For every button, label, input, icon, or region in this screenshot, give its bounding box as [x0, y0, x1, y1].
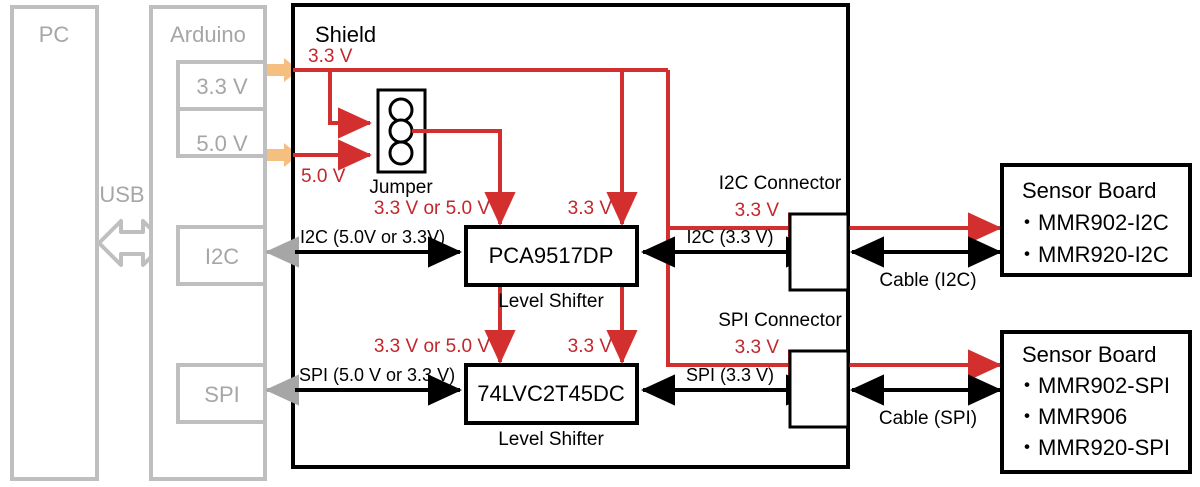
shield-50v-label: 5.0 V	[301, 166, 346, 187]
cable-spi-label: Cable (SPI)	[879, 408, 977, 429]
i2c-in-label: I2C (5.0V or 3.3V)	[300, 227, 445, 247]
spi-in-label: SPI (5.0 V or 3.3 V)	[299, 365, 455, 385]
i2c-level-shifter-caption: Level Shifter	[498, 291, 604, 312]
jumper-out-spi-label: 3.3 V or 5.0 V	[374, 336, 491, 357]
spi-connector-label: SPI Connector	[718, 310, 842, 331]
sensor-board-spi-title: Sensor Board	[1022, 342, 1157, 367]
connector-33v-spi-label: 3.3 V	[735, 337, 780, 358]
arduino-spi-pin	[176, 363, 267, 424]
shield-label: Shield	[315, 22, 376, 47]
arduino-i2c-pin	[176, 225, 267, 286]
arduino-label: Arduino	[170, 22, 246, 47]
spi-level-shifter-block	[464, 363, 639, 425]
sensor-board-i2c-part-0: ・MMR902-I2C	[1016, 210, 1169, 235]
usb-label: USB	[99, 182, 144, 207]
sensor-board-i2c-title: Sensor Board	[1022, 178, 1157, 203]
spi-out-label: SPI (3.3 V)	[686, 365, 774, 385]
sensor-board-spi-part-0: ・MMR902-SPI	[1016, 373, 1170, 398]
connector-33v-i2c-label: 3.3 V	[735, 200, 780, 221]
jumper-label: Jumper	[369, 177, 433, 198]
sensor-board-i2c-block	[1000, 163, 1192, 277]
spi-level-shifter-part: 74LVC2T45DC	[477, 381, 625, 406]
jumper-out-i2c-label: 3.3 V or 5.0 V	[374, 198, 491, 219]
sensor-board-spi-block	[1000, 330, 1192, 474]
wire-33v-to-spi-connector	[666, 228, 822, 381]
cable-i2c-label: Cable (I2C)	[879, 270, 976, 291]
i2c-connector-label: I2C Connector	[719, 173, 842, 194]
jumper-pin-1[interactable]	[388, 97, 414, 123]
i2c-out-label: I2C (3.3 V)	[686, 227, 773, 247]
arduino-33v-label: 3.3 V	[196, 74, 248, 99]
i2c-level-shifter-part: PCA9517DP	[489, 243, 614, 268]
jumper-pin-2[interactable]	[388, 118, 414, 144]
pc-label: PC	[39, 22, 70, 47]
wire-33v-to-jumper	[328, 70, 372, 139]
sensor-board-spi-part-2: ・MMR920-SPI	[1016, 435, 1170, 460]
i2c-connector-block[interactable]	[788, 212, 850, 292]
spi-level-shifter-caption: Level Shifter	[498, 429, 604, 450]
shield-33v-label: 3.3 V	[308, 46, 353, 67]
i2c-level-shifter-block	[464, 225, 639, 287]
arduino-spi-label: SPI	[204, 382, 239, 407]
rail-33v-spi-label: 3.3 V	[568, 336, 613, 357]
rail-33v-i2c-label: 3.3 V	[568, 198, 613, 219]
arduino-i2c-label: I2C	[205, 244, 239, 269]
arduino-50v-pin	[176, 107, 267, 158]
arduino-50v-label: 5.0 V	[196, 131, 248, 156]
wire-jumper-out-i2c	[412, 129, 516, 226]
jumper-pin-3[interactable]	[388, 140, 414, 166]
sensor-board-i2c-part-1: ・MMR920-I2C	[1016, 242, 1169, 267]
sensor-board-spi-part-1: ・MMR906	[1016, 404, 1127, 429]
spi-connector-block[interactable]	[788, 349, 850, 429]
pc-block	[10, 5, 99, 481]
